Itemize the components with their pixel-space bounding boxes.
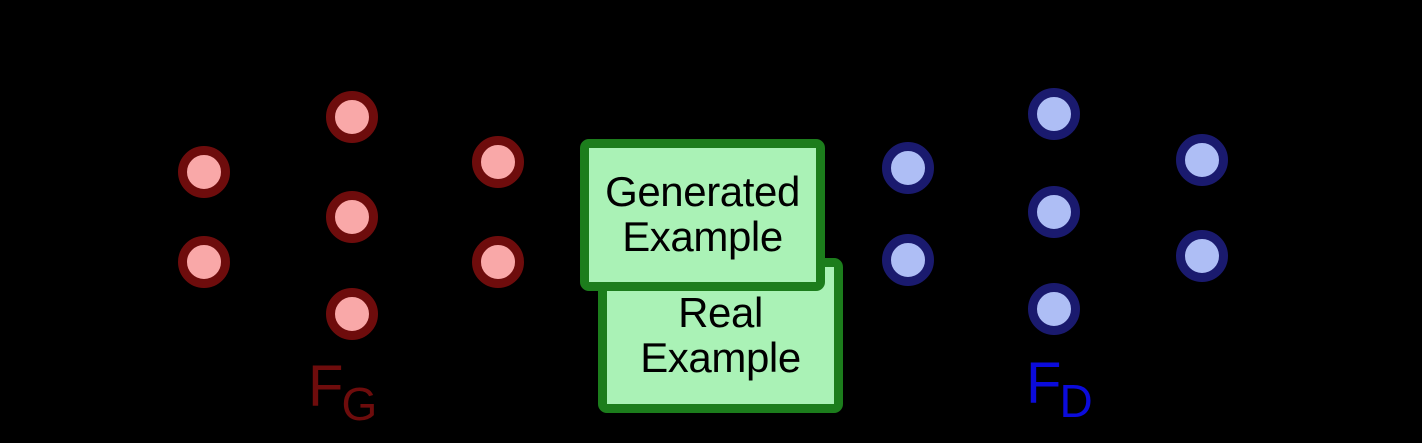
generator-node [326,191,378,243]
real-example-line2: Example [640,333,801,381]
generator-node [178,146,230,198]
generator-label-main: F [308,354,344,419]
discriminator-label-main: F [1026,351,1062,416]
generator-label-subscript: G [341,378,378,430]
real-example-line1: Real [678,288,763,336]
discriminator-node [882,142,934,194]
generator-node [472,136,524,188]
discriminator-label-subscript: D [1059,375,1093,427]
generator-node [178,236,230,288]
generated-example-box[interactable]: Generated Example [580,139,825,291]
discriminator-node [1028,88,1080,140]
discriminator-label: FD [1026,355,1095,425]
discriminator-node [1028,283,1080,335]
generator-node [326,288,378,340]
generated-example-line2: Example [622,213,783,260]
discriminator-node [1028,186,1080,238]
discriminator-node [1176,134,1228,186]
discriminator-node [882,234,934,286]
generated-example-line1: Generated [605,168,800,216]
generator-label: FG [308,358,379,428]
generator-node [326,91,378,143]
generator-node [472,236,524,288]
discriminator-node [1176,230,1228,282]
